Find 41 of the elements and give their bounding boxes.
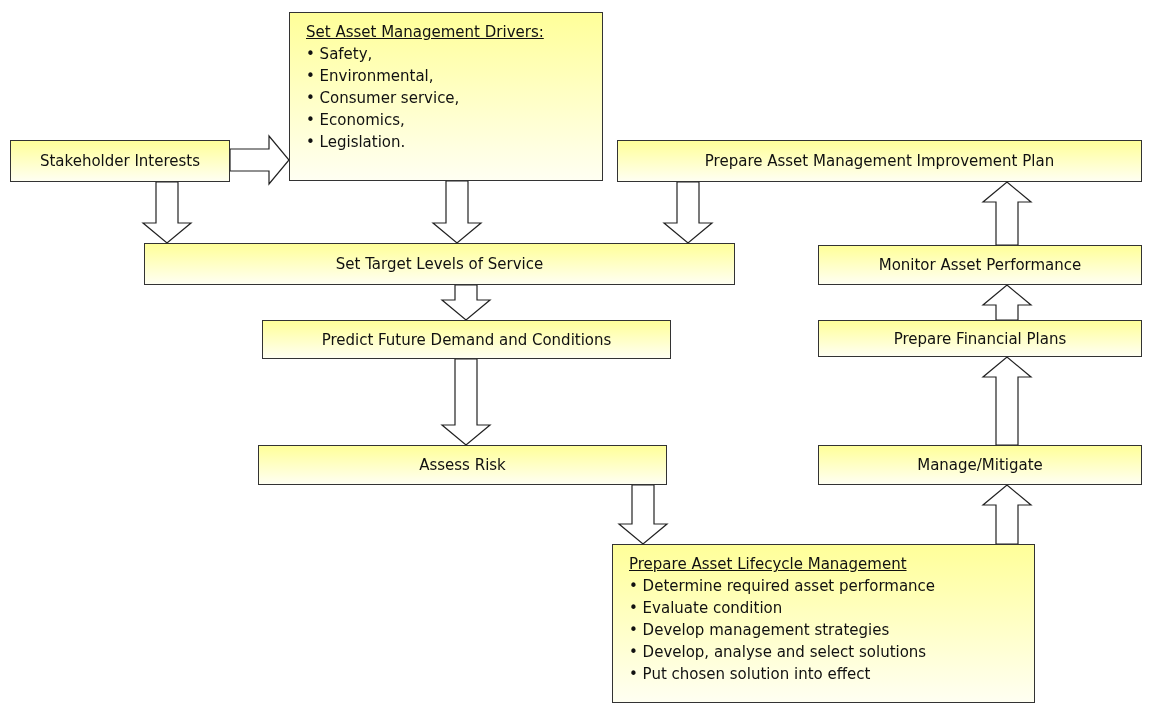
block-arrow [440,358,492,446]
bullet-item: • Evaluate condition [629,598,783,619]
block-arrow [431,180,483,244]
box-label: Prepare Financial Plans [893,329,1067,348]
box-heading: Prepare Asset Lifecycle Management [629,554,907,575]
bullet-item: • Consumer service, [306,88,460,109]
bullet-item: • Safety, [306,44,373,65]
box-label: Set Target Levels of Service [335,255,544,273]
process-box [818,320,1142,357]
block-arrow [440,284,492,321]
bullet-item: • Put chosen solution into effect [629,664,871,685]
bullet-item: • Economics, [306,110,405,131]
process-box [10,140,230,182]
box-label: Manage/Mitigate [917,456,1043,474]
bullet-item: • Develop, analyse and select solutions [629,642,927,663]
block-arrow [662,181,714,244]
box-label: Assess Risk [419,456,506,474]
bullet-item: • Environmental, [306,66,434,87]
block-arrow [981,356,1033,446]
process-box [262,320,671,359]
block-arrow [981,181,1033,246]
process-box [617,140,1142,182]
process-box [612,544,1035,703]
block-arrow [617,484,669,545]
bullet-item: • Legislation. [306,132,406,153]
box-label: Prepare Asset Management Improvement Plan [704,152,1055,170]
process-box [144,243,735,285]
bullet-item: • Determine required asset performance [629,576,936,597]
block-arrow [981,284,1033,321]
bullet-item: • Develop management strategies [629,620,890,641]
block-arrow [141,181,193,244]
box-heading: Set Asset Management Drivers: [306,22,544,43]
box-label: Predict Future Demand and Conditions [321,330,612,349]
box-label: Monitor Asset Performance [878,256,1082,274]
process-box [258,445,667,485]
box-label: Stakeholder Interests [39,152,201,170]
process-box [289,12,603,181]
process-box [818,445,1142,485]
process-box [818,245,1142,285]
block-arrow [981,484,1033,545]
block-arrow [229,134,290,186]
